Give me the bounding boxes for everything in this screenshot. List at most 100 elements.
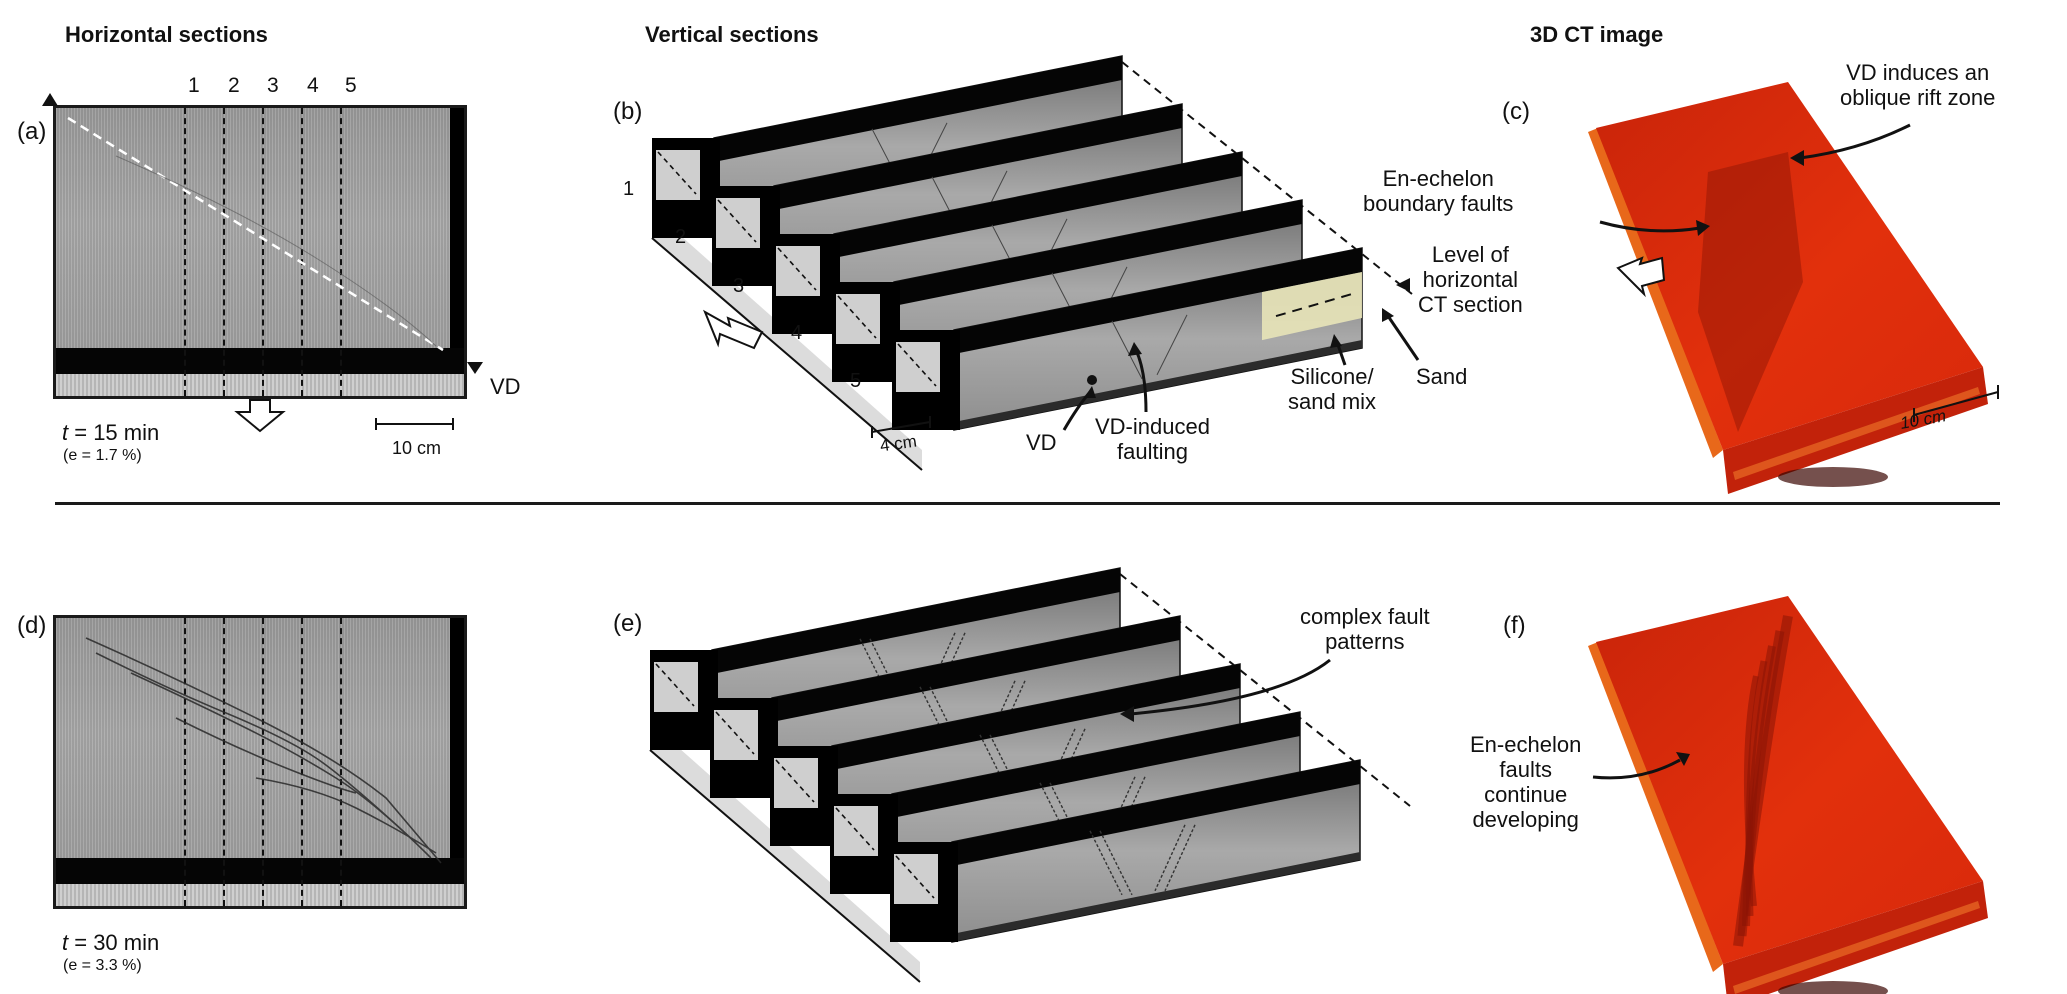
section-line-1 xyxy=(184,618,186,906)
fault-trace xyxy=(175,717,357,794)
row-separator xyxy=(55,502,2000,505)
panel-label-d: (d) xyxy=(17,612,47,639)
vd-point-marker xyxy=(1087,375,1097,385)
panel-label-a: (a) xyxy=(17,118,47,145)
arrow-sand xyxy=(1386,315,1420,361)
slab-top-band xyxy=(772,616,1180,722)
fault-trace xyxy=(85,637,442,864)
panel-label-b: (b) xyxy=(613,98,643,125)
section-line-4 xyxy=(301,108,303,396)
fault-line xyxy=(1156,314,1188,376)
slab-top-band xyxy=(774,104,1182,210)
section-line-5 xyxy=(340,618,342,906)
section-number-5: 5 xyxy=(345,74,357,97)
panel-label-e: (e) xyxy=(613,610,643,637)
slab-top-band xyxy=(834,152,1242,258)
fault-traces-d xyxy=(85,637,442,864)
slab-end-dash xyxy=(897,343,937,387)
block-front-face xyxy=(1723,881,1988,994)
arrow-complex-faults xyxy=(1129,658,1331,716)
fault-trace xyxy=(115,155,437,347)
slab-number-2: 2 xyxy=(675,226,687,248)
section-line-3 xyxy=(262,618,264,906)
slab-number-4: 4 xyxy=(791,322,803,344)
front-layer-stripe xyxy=(1733,387,1980,480)
annot-line: Level of xyxy=(1431,242,1509,267)
bottom-strip xyxy=(56,374,464,396)
section-number-1: 1 xyxy=(188,74,200,97)
fault-line xyxy=(869,638,903,704)
annot-line: faulting xyxy=(1117,439,1188,464)
slab-number-1: 1 xyxy=(623,178,635,200)
slab-number-5: 5 xyxy=(850,370,862,392)
annotation-vd-induced-faulting: VD-induced faulting xyxy=(1095,414,1210,464)
time-value: = 15 min xyxy=(68,420,160,445)
fault-trace xyxy=(130,672,432,859)
slab-end-dash xyxy=(837,295,877,339)
floor-fill xyxy=(650,740,920,982)
ct-block xyxy=(1588,596,1988,994)
vertical-section-slab-5 xyxy=(892,247,1363,431)
block-top-face xyxy=(1596,596,1983,964)
en-echelon-fault xyxy=(1744,675,1759,907)
annot-line: sand mix xyxy=(1288,389,1377,414)
arrowhead-icon xyxy=(1330,334,1342,348)
slab-bottom-edge xyxy=(952,852,1360,942)
fault-line xyxy=(1039,782,1073,848)
section-line-3 xyxy=(262,108,264,396)
fault-line xyxy=(1099,830,1133,896)
vertical-section-slab-5 xyxy=(890,759,1361,943)
slab-end-dash xyxy=(777,247,817,291)
slab-end-dash xyxy=(775,759,815,803)
slab-top-band xyxy=(954,248,1362,354)
annot-line: VD induces an xyxy=(1846,60,1990,85)
slab-end-dash xyxy=(655,663,695,707)
front-layer-stripe xyxy=(1733,901,1980,994)
horizontal-ct-section-a xyxy=(53,105,467,399)
arrow-faults-developing xyxy=(1592,758,1681,780)
scale-bar-c xyxy=(1913,391,1999,416)
ct-level-pointer-icon xyxy=(1396,278,1410,292)
fault-line xyxy=(1111,320,1143,380)
annot-line: faults xyxy=(1499,757,1552,782)
annotation-level-of-horizontal-ct-section: Level of horizontal CT section xyxy=(1418,242,1523,317)
annot-line: continue xyxy=(1484,782,1568,807)
fault-line xyxy=(989,734,1023,800)
annotation-en-echelon-boundary-faults: En-echelon boundary faults xyxy=(1363,166,1513,216)
annotation-vd: VD xyxy=(1026,430,1057,455)
strain-label-a: (e = 1.7 %) xyxy=(63,447,142,464)
frame-edge xyxy=(450,618,464,868)
slab-floor xyxy=(649,740,921,983)
block-side-face xyxy=(1588,642,1723,972)
panel-label-f: (f) xyxy=(1503,612,1526,639)
annot-line: Silicone/ xyxy=(1290,364,1374,389)
scale-bar-a-label: 10 cm xyxy=(392,438,442,458)
block-side-face xyxy=(1588,128,1723,458)
shadow xyxy=(1778,467,1888,487)
arrowhead-icon xyxy=(1084,386,1096,398)
annotation-silicone-sand-mix: Silicone/ sand mix xyxy=(1288,364,1376,414)
arrowhead-icon xyxy=(1676,752,1690,766)
panel-label-c: (c) xyxy=(1502,98,1530,125)
slab-top-band xyxy=(892,712,1300,818)
slab-top-band xyxy=(894,200,1302,306)
floor-edge xyxy=(649,749,921,983)
annot-line: CT section xyxy=(1418,292,1523,317)
fault-line xyxy=(919,686,953,752)
slab-wall xyxy=(942,842,958,942)
time-symbol: t xyxy=(62,420,69,445)
fault-line xyxy=(1049,782,1083,848)
slab-top-band xyxy=(714,56,1122,162)
slab-end-dash xyxy=(715,711,755,755)
fault-line xyxy=(979,734,1013,800)
extension-arrow-icon xyxy=(703,309,764,350)
extension-arrow-icon xyxy=(1616,256,1666,298)
arrow-en-echelon xyxy=(1599,220,1701,233)
slab-top-band xyxy=(832,664,1240,770)
black-band xyxy=(56,858,464,884)
annot-line: En-echelon xyxy=(1470,732,1582,757)
time-label-a: t = 15 min xyxy=(62,420,159,446)
vd-trace-overlay xyxy=(67,116,444,352)
